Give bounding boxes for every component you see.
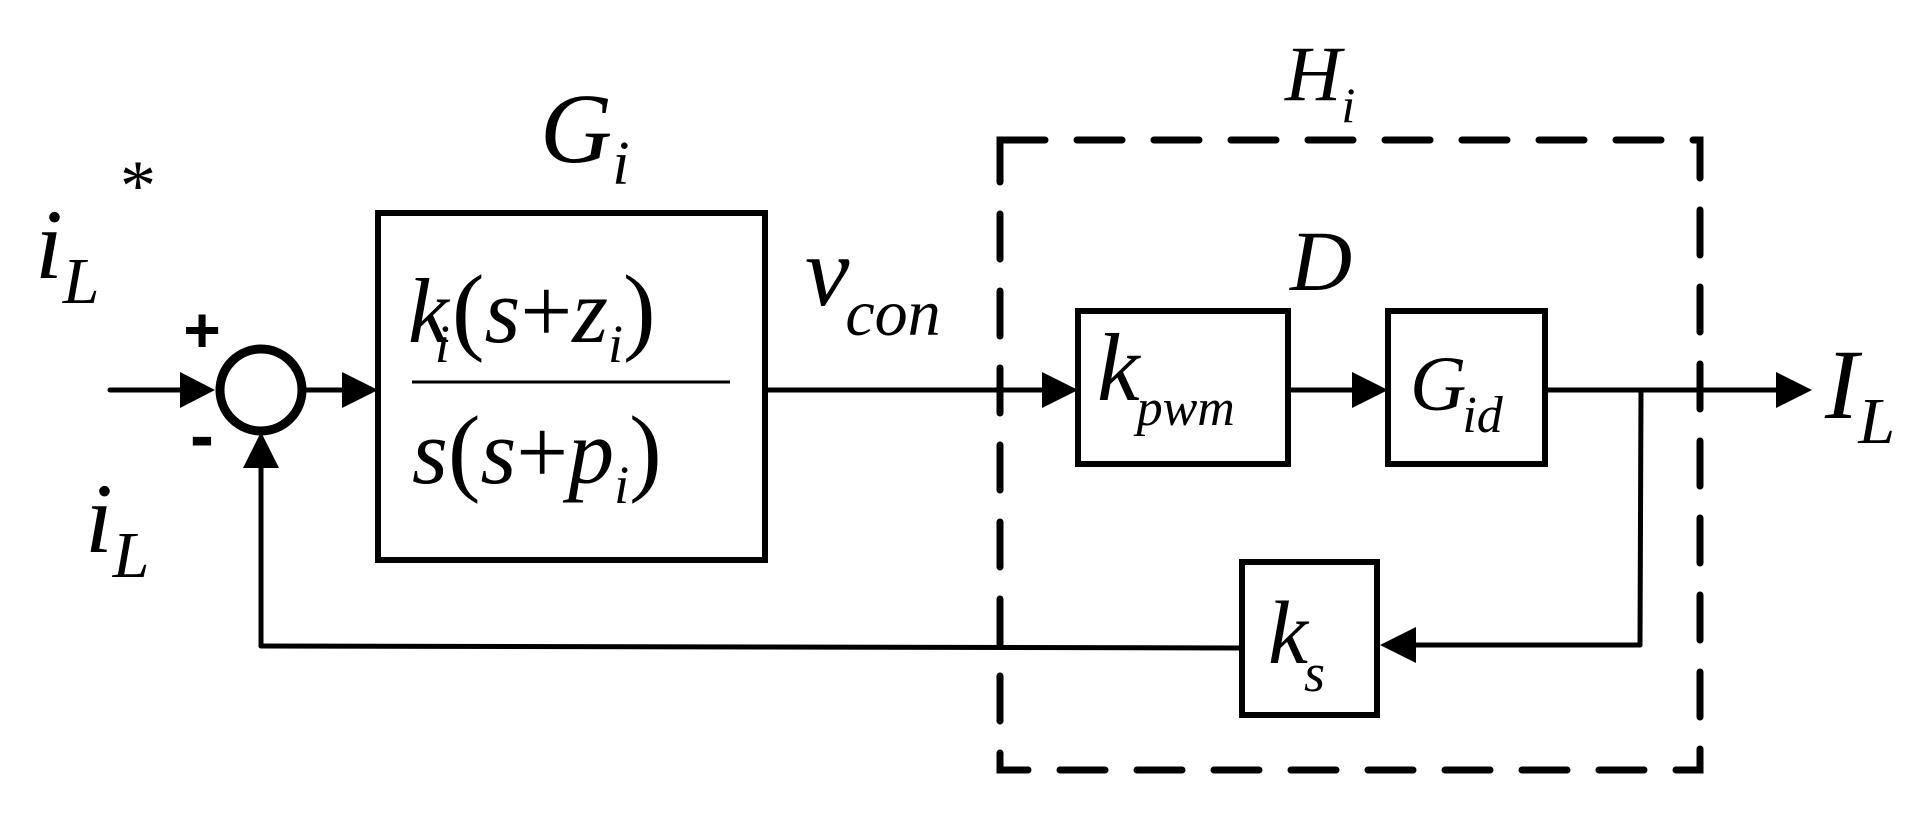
- controller-denominator: s(s+pi): [412, 397, 662, 515]
- arrow-into-junction: [180, 372, 215, 408]
- sensor-block: [1239, 559, 1380, 718]
- output-label: IL: [1824, 329, 1895, 458]
- input-label: iL: [35, 189, 100, 318]
- plus-sign: +: [183, 294, 220, 366]
- control-signal-label: vcon: [805, 216, 941, 350]
- plant-block-label: Gid: [1410, 340, 1504, 444]
- plant-group-boundary: [996, 136, 1704, 774]
- signal-wires: [107, 387, 1788, 651]
- pwm-block-label: kpwm: [1097, 314, 1235, 437]
- arrow-into-pwm: [1042, 372, 1078, 408]
- minus-sign: -: [190, 396, 214, 476]
- sensor-block-label: ks: [1268, 584, 1325, 703]
- feedback-return-wire: [258, 643, 1245, 651]
- pwm-block: [1075, 308, 1291, 467]
- arrow-into-controller: [342, 372, 378, 408]
- duty-label: D: [1289, 213, 1352, 309]
- arrow-into-sensor: [1380, 627, 1416, 663]
- controller-numerator: ki(s+zi): [408, 256, 656, 374]
- plant-group-label: Hi: [1284, 30, 1355, 133]
- arrow-feedback-into-junction: [243, 432, 279, 468]
- controller-label: Gi: [540, 73, 629, 198]
- feedback-tap-wire: [1637, 387, 1644, 648]
- feedback-label: iL: [85, 463, 150, 592]
- controller-block: [375, 210, 768, 563]
- summing-junction: [215, 344, 307, 436]
- plant-block: [1385, 308, 1548, 467]
- arrow-output: [1776, 372, 1812, 408]
- arrow-into-plant: [1352, 372, 1388, 408]
- arrowheads: [180, 372, 1812, 663]
- input-superscript: *: [120, 146, 156, 226]
